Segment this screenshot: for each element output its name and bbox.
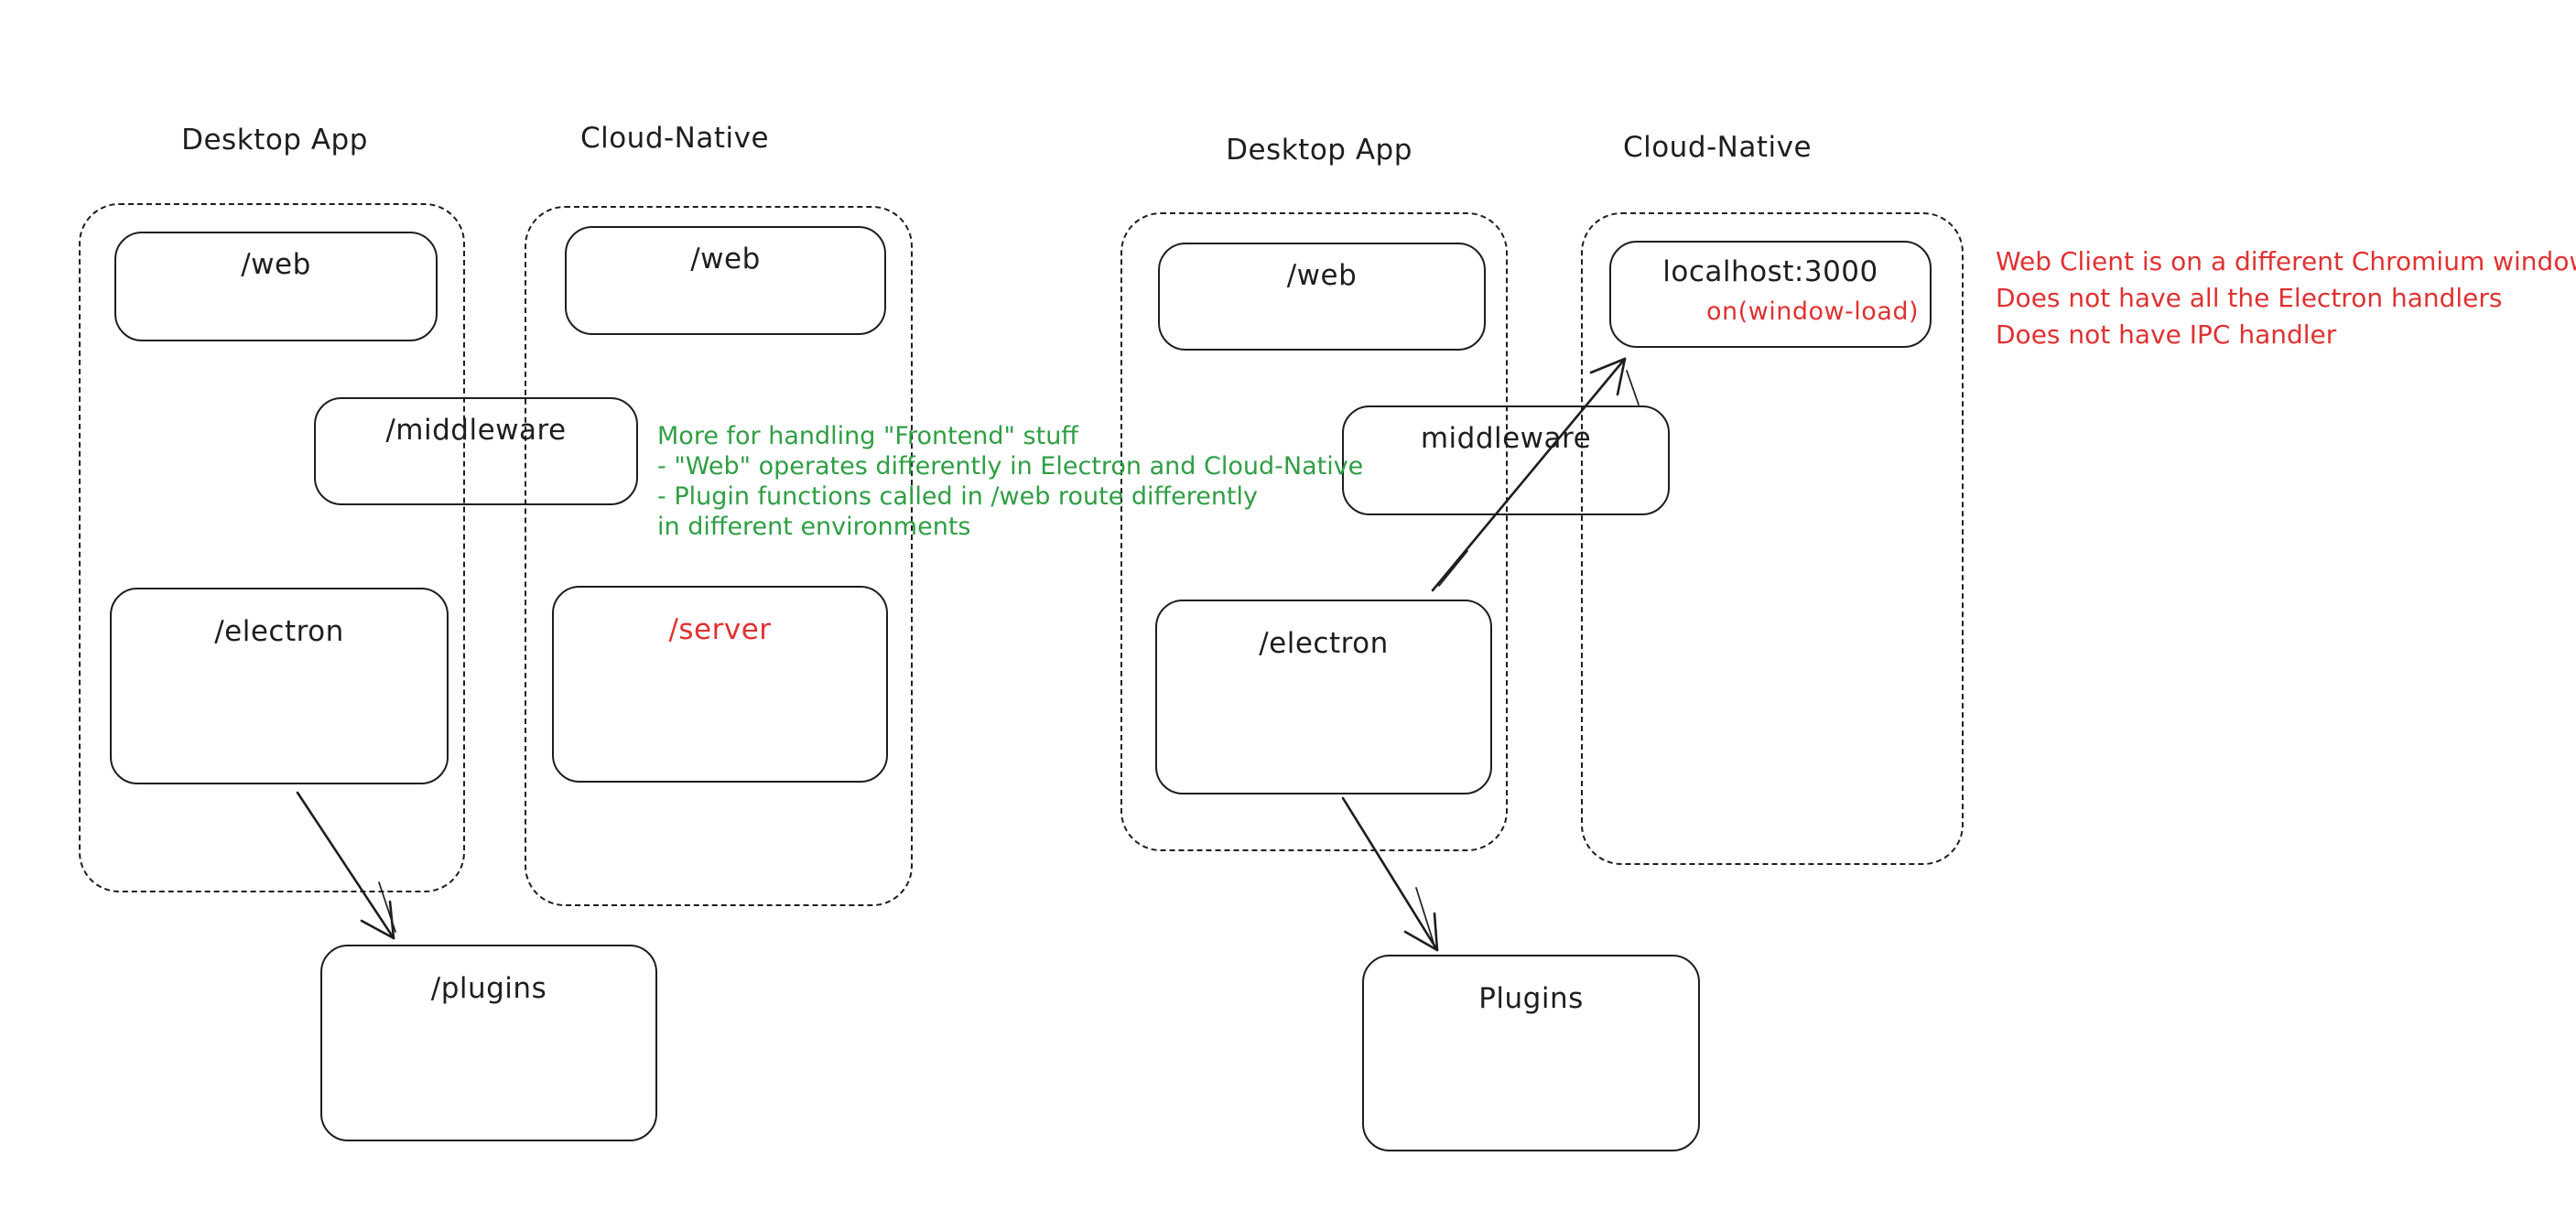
node-middleware-left-label: /middleware (385, 414, 567, 447)
node-web-desktop-left: /web (114, 232, 438, 341)
node-middleware-right: middleware (1342, 405, 1670, 515)
note-red-line2: Does not have all the Electron handlers (1996, 283, 2503, 313)
note-green-line2: - "Web" operates differently in Electron… (657, 452, 1364, 481)
node-middleware-right-label: middleware (1420, 422, 1592, 455)
note-green-line4: in different environments (657, 513, 971, 541)
node-electron-right-label: /electron (1259, 627, 1389, 660)
note-green: More for handling "Frontend" stuff - "We… (657, 421, 1363, 542)
group-label-desktop-left: Desktop App (181, 124, 368, 157)
node-electron-left-label: /electron (214, 615, 344, 648)
node-localhost-event-label: on(window-load) (1705, 297, 1920, 326)
node-plugins-left-label: /plugins (430, 972, 547, 1005)
container-cloud-left (525, 206, 913, 906)
node-web-desktop-left-label: /web (241, 248, 311, 281)
container-desktop-left (79, 203, 465, 892)
node-middleware-left: /middleware (314, 397, 638, 505)
group-label-cloud-left: Cloud-Native (579, 122, 770, 155)
node-plugins-right-label: Plugins (1478, 982, 1584, 1015)
node-plugins-right: Plugins (1362, 955, 1700, 1151)
node-electron-right: /electron (1155, 600, 1492, 794)
group-label-cloud-right: Cloud-Native (1622, 131, 1813, 164)
note-red-line1: Web Client is on a different Chromium wi… (1996, 246, 2576, 276)
group-label-desktop-right: Desktop App (1226, 134, 1412, 167)
node-electron-left: /electron (110, 588, 449, 784)
node-server-left: /server (552, 586, 888, 783)
node-web-right-label: /web (1286, 259, 1358, 292)
node-web-cloud-left: /web (565, 226, 886, 335)
node-localhost-right: localhost:3000 on(window-load) (1609, 241, 1932, 348)
note-green-line1: More for handling "Frontend" stuff (657, 422, 1078, 450)
node-plugins-left: /plugins (320, 945, 657, 1141)
node-web-cloud-left-label: /web (690, 243, 761, 276)
note-red: Web Client is on a different Chromium wi… (1996, 243, 2576, 353)
node-server-left-label: /server (668, 613, 772, 646)
note-green-line3: - Plugin functions called in /web route … (657, 482, 1259, 511)
note-red-line3: Does not have IPC handler (1996, 319, 2337, 350)
node-web-right: /web (1158, 243, 1486, 351)
node-localhost-label: localhost:3000 (1662, 255, 1878, 288)
